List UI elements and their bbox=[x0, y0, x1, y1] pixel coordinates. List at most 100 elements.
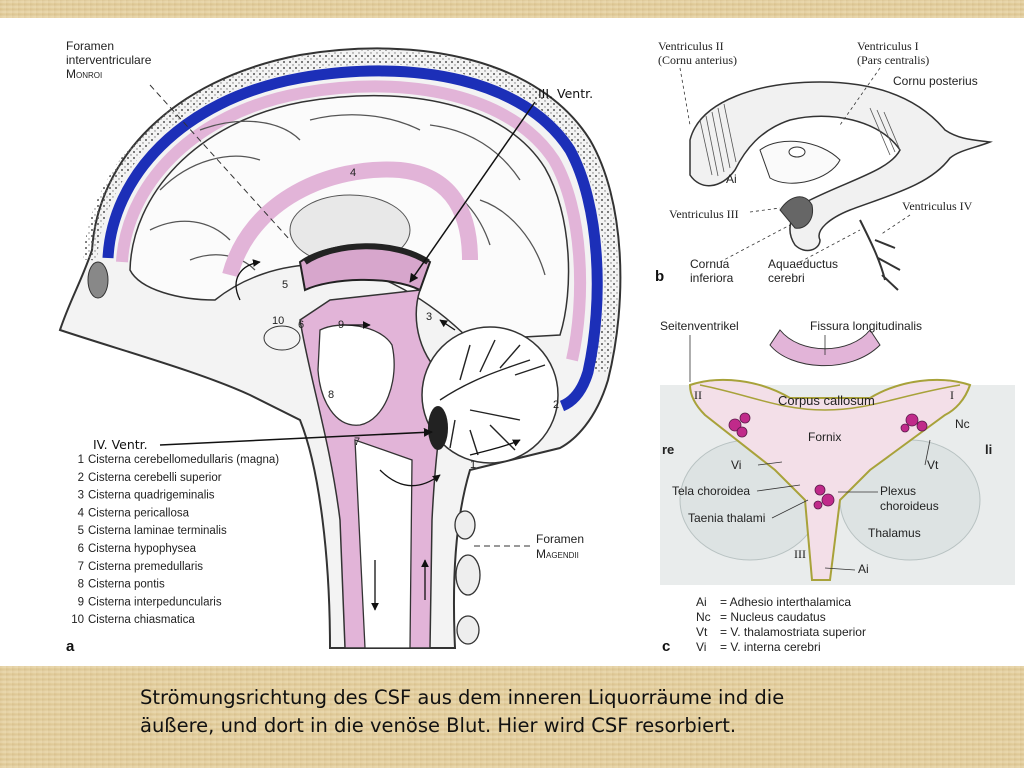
ventriculus-ii-line2: (Cornu anterius) bbox=[658, 53, 737, 67]
legend-number: 7 bbox=[78, 561, 84, 573]
re-label: re bbox=[662, 442, 674, 457]
seitenventrikel: Seitenventrikel bbox=[660, 319, 739, 333]
abbrev-meaning: = V. thalamostriata superior bbox=[720, 625, 866, 639]
fissura-longitudinalis: Fissura longitudinalis bbox=[810, 319, 922, 333]
subarachnoid-space bbox=[116, 80, 587, 362]
csf-flow-arrows bbox=[235, 259, 521, 611]
pons bbox=[317, 324, 395, 426]
legend-number: 3 bbox=[78, 490, 84, 502]
legend-number: 9 bbox=[78, 596, 84, 608]
panel-b-letter: b bbox=[655, 268, 664, 285]
ventricle-annotations: III. Ventr. IV. Ventr. bbox=[93, 86, 593, 452]
diagram-number-8: 8 bbox=[328, 389, 334, 401]
caption-line-1: Strömungsrichtung des CSF aus dem innere… bbox=[140, 686, 785, 709]
third-ventricle-annotation: III. Ventr. bbox=[538, 86, 593, 101]
abbrev-meaning: = Nucleus caudatus bbox=[720, 610, 826, 624]
aquaeductus-line2: cerebri bbox=[768, 271, 805, 285]
diagram-number-6: 6 bbox=[298, 319, 304, 331]
ventriculus-iii: Ventriculus III bbox=[669, 207, 739, 221]
panel-a-sagittal-section: 1 2 3 4 5 6 7 8 9 10 Foramen interventri… bbox=[58, 39, 622, 655]
legend-text: Cisterna interpeduncularis bbox=[88, 596, 222, 608]
arbor-vitae bbox=[439, 339, 546, 456]
abbrev-key: Nc bbox=[696, 610, 711, 624]
foramen-magendii-line1: Foramen bbox=[536, 532, 584, 546]
roman-ii: II bbox=[694, 388, 702, 402]
choroid-plexus bbox=[728, 412, 928, 510]
plexus-line2: choroideus bbox=[880, 499, 939, 513]
spinal-cord bbox=[354, 439, 413, 649]
nc-label: Nc bbox=[955, 417, 970, 431]
foramen-monroi-line1: Foramen bbox=[66, 39, 114, 53]
panel-c-coronal-section: Seitenventrikel Fissura longitudinalis C… bbox=[660, 319, 1015, 655]
foramen-monroi-line2: interventriculare bbox=[66, 53, 152, 67]
roman-i: I bbox=[950, 388, 954, 402]
ventricle-system-coronal bbox=[688, 378, 972, 581]
legend-text: Cisterna hypophysea bbox=[88, 543, 197, 555]
fourth-ventricle-dark bbox=[428, 406, 448, 450]
legend-text: Cisterna pontis bbox=[88, 579, 165, 591]
abbrev-meaning: = Adhesio interthalamica bbox=[720, 595, 851, 609]
foramen-magendii-line2: Magendii bbox=[536, 547, 579, 561]
foramen-monroi-line3: Monroi bbox=[66, 67, 102, 81]
ventriculus-ii-line1: Ventriculus II bbox=[658, 39, 724, 53]
panel-c-letter: c bbox=[662, 638, 670, 655]
abbrev-key: Ai bbox=[696, 595, 707, 609]
diagram-number-4: 4 bbox=[350, 167, 356, 179]
cornu-posterius: Cornu posterius bbox=[893, 74, 978, 88]
cerebellum bbox=[421, 326, 559, 464]
cornua-inferiora-line1: Cornua bbox=[690, 257, 730, 271]
diagram-number-9: 9 bbox=[338, 319, 344, 331]
legend-number: 1 bbox=[78, 454, 84, 466]
abbrev-key: Vi bbox=[696, 640, 706, 654]
diagram-number-5: 5 bbox=[282, 279, 288, 291]
abbrev-key: Vt bbox=[696, 625, 708, 639]
tela-choroidea: Tela choroidea bbox=[672, 484, 750, 498]
ai-label-c: Ai bbox=[858, 562, 869, 576]
caption-line-2: äußere, und dort in die venöse Blut. Hie… bbox=[140, 714, 737, 737]
diagram-number-2: 2 bbox=[553, 399, 559, 411]
legend-number: 2 bbox=[78, 472, 84, 484]
diagram-number-3: 3 bbox=[426, 311, 432, 323]
legend-number: 6 bbox=[78, 543, 84, 555]
vi-label: Vi bbox=[731, 458, 741, 472]
legend-number: 4 bbox=[78, 507, 85, 519]
venous-sinus bbox=[102, 65, 603, 412]
cornua-inferiora-line2: inferiora bbox=[690, 271, 734, 285]
panel-a-letter: a bbox=[66, 638, 75, 655]
panel-b-ventricle-cast: Ventriculus II (Cornu anterius) Ventricu… bbox=[655, 39, 993, 291]
diagram-number-10: 10 bbox=[272, 315, 284, 327]
legend-text: Cisterna pericallosa bbox=[88, 507, 190, 519]
abbrev-meaning: = V. interna cerebri bbox=[720, 640, 821, 654]
thalamus-label: Thalamus bbox=[868, 526, 921, 540]
fornix-label: Fornix bbox=[808, 430, 841, 444]
adhesio-interthalamica bbox=[788, 146, 806, 158]
legend-number: 5 bbox=[78, 525, 84, 537]
plexus-line1: Plexus bbox=[880, 484, 916, 498]
vt-label: Vt bbox=[927, 458, 939, 472]
legend-text: Cisterna cerebelli superior bbox=[88, 472, 222, 484]
vertebrae bbox=[454, 510, 481, 645]
taenia-thalami: Taenia thalami bbox=[688, 511, 765, 525]
lateral-ventricle-cast bbox=[689, 81, 993, 252]
legend-text: Cisterna cerebellomedullaris (magna) bbox=[88, 454, 279, 466]
ventriculus-iv: Ventriculus IV bbox=[902, 199, 973, 213]
ventriculus-i-line1: Ventriculus I bbox=[857, 39, 919, 53]
diagram-number-1: 1 bbox=[470, 459, 476, 471]
legend-text: Cisterna chiasmatica bbox=[88, 614, 195, 626]
skull-bone bbox=[83, 50, 619, 374]
fourth-ventricle-annotation: IV. Ventr. bbox=[93, 437, 148, 452]
fourth-ventricle-cast bbox=[859, 219, 901, 291]
roman-iii: III bbox=[794, 547, 806, 561]
legend-number: 8 bbox=[78, 579, 84, 591]
ai-label-b: Ai bbox=[726, 172, 737, 186]
gyri bbox=[149, 114, 546, 276]
li-label: li bbox=[985, 442, 992, 457]
aquaeductus-line1: Aquaeductus bbox=[768, 257, 838, 271]
fissura-csf bbox=[769, 329, 881, 367]
corpus-callosum bbox=[222, 161, 478, 278]
legend-text: Cisterna quadrigeminalis bbox=[88, 490, 215, 502]
legend-text: Cisterna laminae terminalis bbox=[88, 525, 227, 537]
